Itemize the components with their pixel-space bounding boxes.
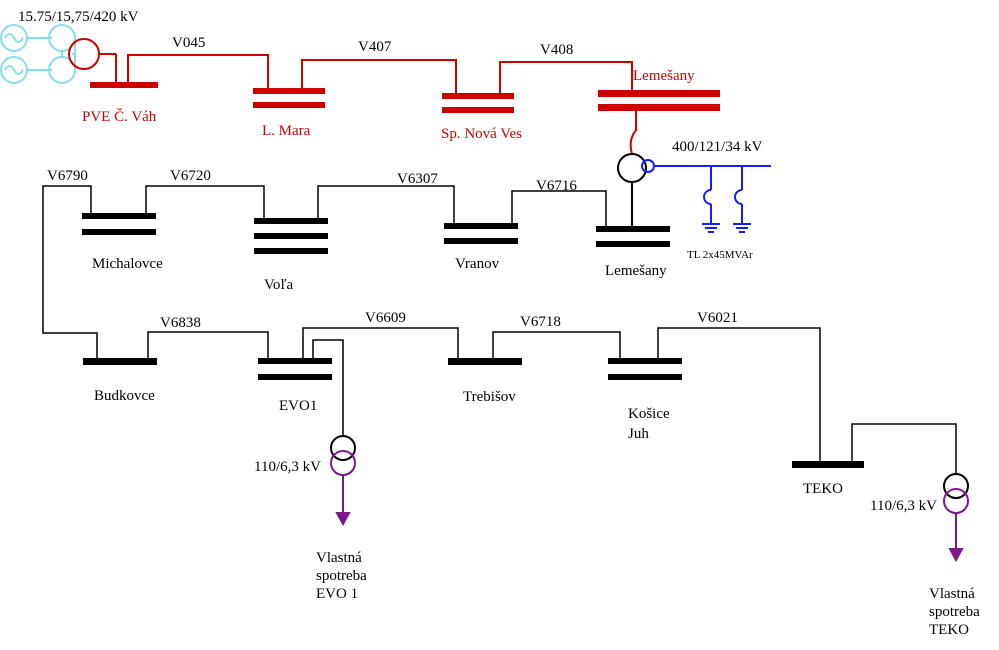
label-bus-kosice-1: Košice [628, 406, 670, 422]
label-bus-pve: PVE Č. Váh [82, 108, 157, 125]
bus-vranov-1 [444, 223, 518, 229]
label-line-v6609: V6609 [365, 310, 406, 326]
label-bus-trebisov: Trebišov [463, 389, 516, 405]
line-v6307 [317, 185, 455, 223]
line-v6720 [145, 185, 265, 218]
line-v6609 [302, 327, 459, 358]
line-v6716 [511, 190, 607, 226]
label-bus-vranov: Vranov [455, 256, 500, 272]
bus-pve [90, 82, 158, 88]
bus-vola-3 [254, 248, 328, 254]
label-line-v6716: V6716 [536, 178, 577, 194]
bus-lemesany400-2 [598, 104, 720, 111]
bus-kosice-2 [608, 374, 682, 380]
reactor-2-icon [733, 166, 751, 233]
transformer-400-group [617, 153, 771, 233]
label-load-teko-line3: TEKO [929, 622, 969, 638]
label-load-evo1-line1: Vlastná [316, 550, 362, 566]
station-transformer-evo1 [330, 435, 356, 527]
line-v6021 [657, 327, 821, 461]
bus-evo1-1 [258, 358, 332, 364]
label-line-v6838: V6838 [160, 315, 201, 331]
network-110kv [42, 185, 957, 474]
label-load-teko-line2: spotreba [929, 604, 980, 620]
label-bus-teko: TEKO [803, 481, 843, 497]
label-line-v6790: V6790 [47, 168, 88, 184]
label-bus-kosice-2: Juh [628, 426, 649, 442]
transformer-34kv-winding-icon [641, 159, 655, 173]
load-arrow-teko-icon [948, 548, 964, 563]
line-v045 [127, 54, 269, 90]
trafo-teko-secondary-icon [943, 488, 969, 514]
line-v408 [499, 61, 633, 95]
bus-kosice-1 [608, 358, 682, 364]
bus-vranov-2 [444, 238, 518, 244]
bus-michalovce-2 [82, 229, 156, 235]
bus-lemesany110-1 [596, 226, 670, 232]
trafo-teko-primary-icon [943, 473, 969, 499]
bus-teko [792, 461, 864, 468]
label-load-evo1-line2: spotreba [316, 568, 367, 584]
trafo-evo1-primary-icon [330, 435, 356, 461]
bus-lemesany400-1 [598, 90, 720, 97]
label-trafo-evo1: 110/6,3 kV [254, 459, 321, 475]
label-line-v407: V407 [358, 39, 392, 55]
label-bus-spnova: Sp. Nová Ves [441, 126, 522, 142]
station-transformer-teko [943, 473, 969, 563]
label-bus-evo1: EVO1 [279, 398, 317, 414]
feeder-evo1 [312, 339, 344, 436]
bus-trebisov [448, 358, 522, 365]
label-bus-budkovce: Budkovce [94, 388, 155, 404]
label-bus-lmara: L. Mara [262, 123, 311, 139]
label-load-evo1-line3: EVO 1 [316, 586, 358, 602]
label-bus-vola: Voľa [264, 277, 293, 293]
reactor-1-icon [702, 166, 720, 233]
bus-spnova-1 [442, 93, 514, 99]
bus-michalovce-1 [82, 213, 156, 219]
bus-lmara-2 [253, 102, 325, 108]
load-arrow-evo1-icon [335, 512, 351, 527]
bus-lemesany110-2 [596, 241, 670, 247]
label-line-v6021: V6021 [697, 310, 738, 326]
label-transformer-400: 400/121/34 kV [672, 139, 763, 155]
trafo-evo1-secondary-icon [330, 450, 356, 476]
bus-budkovce [83, 358, 157, 365]
line-v6790 [42, 185, 98, 358]
line-v407 [301, 59, 457, 95]
bus-spnova-2 [442, 107, 514, 113]
label-line-v6307: V6307 [397, 171, 438, 187]
label-line-v6718: V6718 [520, 314, 561, 330]
label-line-v045: V045 [172, 35, 205, 51]
bus-vola-2 [254, 233, 328, 239]
label-load-teko-line1: Vlastná [929, 586, 975, 602]
feeder-teko [851, 423, 957, 474]
hv-400kv-network [90, 53, 720, 155]
bus-vola-1 [254, 218, 328, 224]
label-line-v408: V408 [540, 42, 573, 58]
line-v6718 [492, 331, 621, 358]
label-trafo-teko: 110/6,3 kV [870, 498, 937, 514]
generator-group [0, 24, 76, 84]
label-bus-lemesany400: Lemešany [633, 68, 695, 84]
label-bus-lemesany110: Lemešany [605, 263, 667, 279]
label-bus-michalovce: Michalovce [92, 256, 163, 272]
line-v6838 [147, 331, 269, 358]
label-line-v6720: V6720 [170, 168, 211, 184]
bus-evo1-2 [258, 374, 332, 380]
label-reactors: TL 2x45MVAr [687, 249, 753, 261]
bus-lmara-1 [253, 88, 325, 94]
label-generator-voltage: 15.75/15,75/420 kV [18, 9, 139, 25]
